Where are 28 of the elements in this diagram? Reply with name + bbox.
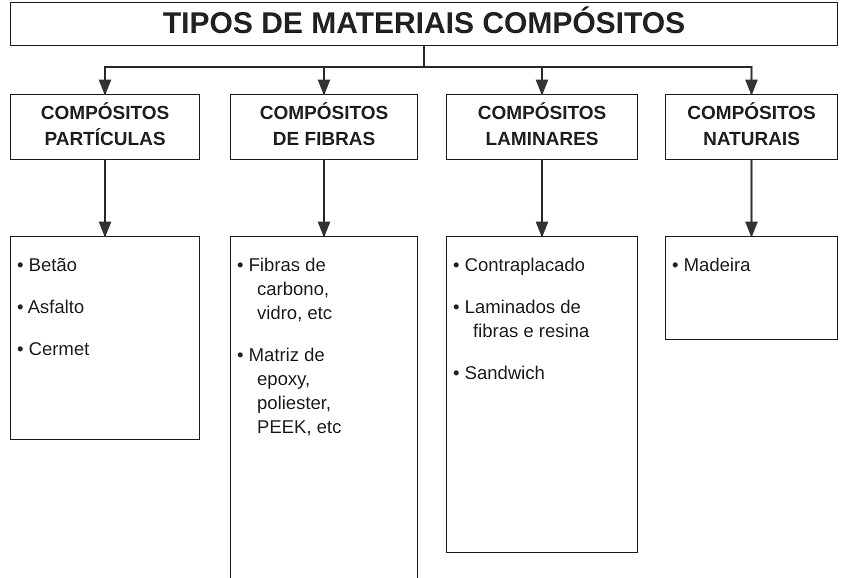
list-item: • Fibras de carbono, vidro, etc — [237, 253, 334, 326]
list-item: • Contraplacado — [453, 253, 586, 277]
list-item: • Asfalto — [17, 295, 86, 320]
arrow — [745, 160, 758, 238]
category-label: COMPÓSITOS PARTÍCULAS — [40, 101, 170, 152]
examples-box — [230, 236, 418, 578]
list-item: • Betão — [17, 253, 78, 277]
list-item: • Matriz de epoxy, poliester, PEEK, etc — [237, 343, 342, 440]
list-item: • Madeira — [672, 253, 752, 277]
list-item: • Cermet — [17, 337, 90, 362]
arrow — [318, 160, 330, 238]
category-box — [10, 94, 200, 160]
category-box — [446, 94, 638, 160]
arrow — [423, 46, 758, 96]
category-label: COMPÓSITOS DE FIBRAS — [258, 101, 390, 152]
category-label: COMPÓSITOS NATURAIS — [686, 101, 817, 152]
list-item: • Sandwich — [453, 361, 546, 386]
arrow — [536, 160, 548, 238]
arrow — [98, 160, 112, 238]
title-box — [10, 2, 838, 46]
category-box — [230, 94, 418, 160]
examples-box — [446, 236, 638, 553]
category-label: COMPÓSITOS LAMINARES — [476, 101, 608, 152]
category-box — [665, 94, 838, 160]
examples-box — [665, 236, 838, 340]
list-item: • Laminados de fibras e resina — [453, 295, 590, 344]
examples-box — [10, 236, 200, 440]
title-text: TIPOS DE MATERIAIS COMPÓSITOS — [162, 7, 686, 41]
